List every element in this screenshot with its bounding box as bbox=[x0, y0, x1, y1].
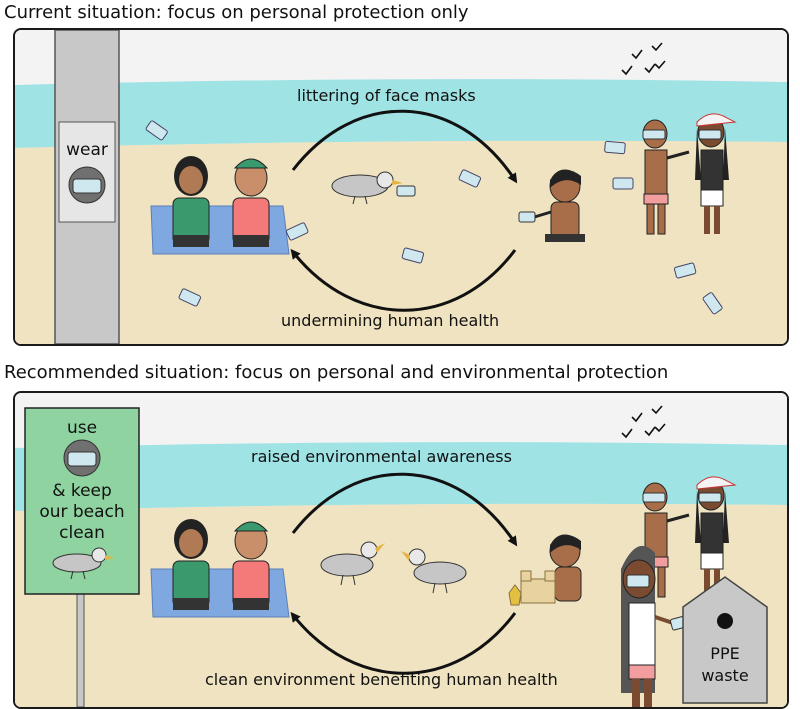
top-cycle-arrow bbox=[291, 109, 518, 184]
birds-icon bbox=[621, 42, 666, 76]
bottom-arrow-label: undermining human health bbox=[281, 311, 500, 330]
standing-person-right bbox=[695, 113, 737, 234]
person-disposing-mask bbox=[621, 545, 693, 707]
sandcastle-icon bbox=[520, 570, 556, 604]
bin-waste-text: waste bbox=[701, 666, 748, 685]
top-arrow-label: raised environmental awareness bbox=[251, 447, 512, 466]
sea bbox=[15, 79, 787, 148]
birds-icon bbox=[621, 405, 666, 439]
bucket-icon bbox=[508, 584, 522, 606]
towel-group bbox=[150, 519, 290, 618]
litter-masks bbox=[145, 120, 723, 315]
person-pink-shirt bbox=[232, 158, 270, 247]
green-sign-post bbox=[76, 592, 85, 707]
recommended-scene: use & keep our beach clean bbox=[15, 393, 787, 707]
bottom-arrow-label: clean environment benefiting human healt… bbox=[205, 670, 558, 689]
child-building-sandcastle bbox=[508, 534, 582, 606]
bottom-cycle-arrow bbox=[290, 248, 517, 312]
child-playing bbox=[518, 169, 585, 242]
bin-ppe-text: PPE bbox=[710, 644, 739, 663]
masked-face-icon bbox=[68, 166, 106, 204]
sign-our-beach-text: our beach bbox=[39, 502, 124, 522]
recommended-situation-heading: Recommended situation: focus on personal… bbox=[4, 362, 669, 383]
sea bbox=[15, 442, 787, 511]
current-situation-panel: wear bbox=[13, 28, 789, 346]
seagull-eating-mask bbox=[331, 171, 416, 205]
towel-group bbox=[150, 156, 290, 255]
standing-person-left bbox=[642, 119, 690, 235]
sign-clean-text: clean bbox=[59, 523, 105, 543]
masked-face-icon bbox=[63, 439, 101, 477]
person-green-shirt bbox=[172, 519, 210, 610]
recommended-situation-panel: use & keep our beach clean bbox=[13, 391, 789, 709]
bin-slot bbox=[717, 613, 733, 629]
sign-wear-text: wear bbox=[66, 140, 108, 160]
sand bbox=[15, 140, 787, 344]
person-pink-shirt bbox=[232, 521, 270, 610]
seagull-left bbox=[320, 541, 385, 586]
seagull-sign-icon bbox=[52, 547, 114, 580]
standing-person-right bbox=[695, 476, 737, 597]
sign-keep-text: & keep bbox=[52, 481, 112, 501]
seagull-right bbox=[401, 548, 467, 594]
current-scene: wear bbox=[15, 30, 787, 344]
ppe-waste-bin: PPE waste bbox=[682, 576, 768, 704]
person-green-shirt bbox=[172, 156, 210, 247]
sand bbox=[15, 503, 787, 707]
top-arrow-label: littering of face masks bbox=[297, 86, 476, 105]
current-situation-heading: Current situation: focus on personal pro… bbox=[4, 2, 469, 23]
bottom-cycle-arrow bbox=[290, 611, 517, 675]
top-cycle-arrow bbox=[291, 472, 518, 547]
sign-use-text: use bbox=[67, 418, 97, 438]
